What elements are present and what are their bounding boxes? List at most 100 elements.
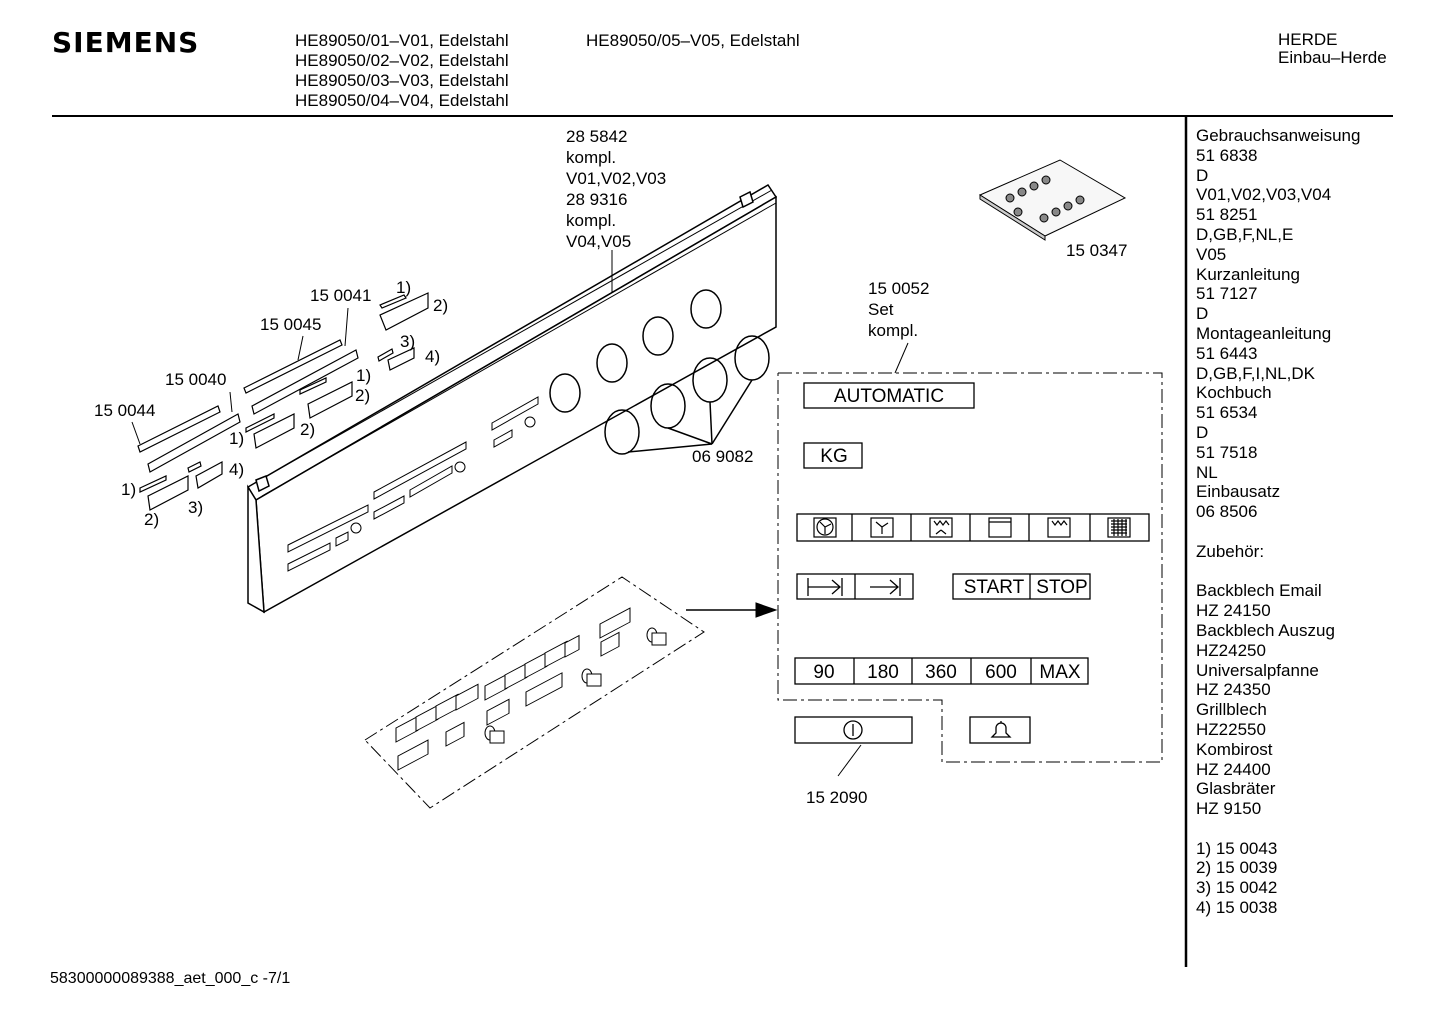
kg-button — [803, 442, 863, 469]
set-buttons — [794, 382, 1150, 744]
sidebar-line: D,GB,F,I,NL,DK — [1196, 363, 1316, 383]
bell-icon — [990, 721, 1012, 738]
stop-label: STOP — [1036, 577, 1087, 598]
sidebar-line: Backblech Auszug — [1196, 620, 1335, 640]
sidebar-line: Zubehör: — [1196, 541, 1265, 561]
fan-hotair-icon — [813, 517, 837, 538]
screws-label: 15 0347 — [1066, 241, 1127, 260]
sidebar-line: Grillblech — [1196, 700, 1267, 720]
strip-label: 15 0044 — [94, 401, 155, 420]
duration-arrow-icon — [807, 578, 843, 596]
callout: 3) — [400, 332, 415, 351]
model-line: HE89050/02–V02, Edelstahl — [295, 51, 509, 70]
fan-icon — [870, 517, 894, 538]
sidebar-line: Glasbräter — [1196, 779, 1276, 799]
leaders — [131, 250, 909, 777]
panel-part-label: V04,V05 — [566, 232, 631, 251]
callout: 3) — [188, 498, 203, 517]
knob-rings-label: 06 9082 — [692, 447, 753, 466]
mode-icons — [813, 517, 1131, 538]
panel-part-label: 28 9316 — [566, 190, 627, 209]
doc-id: 58300000089388_aet_000_c — [50, 970, 259, 987]
category-block: HERDE Einbau–Herde — [1278, 31, 1387, 67]
model-list-left: HE89050/01–V01, Edelstahl HE89050/02–V02… — [295, 31, 509, 111]
panel-part-label: 28 5842 — [566, 127, 627, 146]
footer-doc-id: 58300000089388_aet_000_c -7/1 — [50, 970, 290, 988]
time-label: 180 — [867, 662, 899, 683]
fan-grill-icon — [929, 517, 953, 538]
callout: 2) — [433, 296, 448, 315]
time-label: 90 — [813, 662, 834, 683]
sidebar-line: 51 7518 — [1196, 442, 1258, 462]
sidebar-line: Kombirost — [1196, 739, 1273, 759]
time-buttons — [794, 657, 1089, 685]
knob-holes — [549, 289, 722, 413]
sidebar-line: 1) 15 0043 — [1196, 838, 1278, 858]
sidebar-line: V05 — [1196, 244, 1227, 264]
sidebar-line: 51 8251 — [1196, 205, 1258, 225]
panel-part-label: kompl. — [566, 148, 616, 167]
callout: 1) — [396, 278, 411, 297]
set-frame — [777, 372, 1163, 763]
duration-icons — [807, 578, 901, 596]
power-label: 15 2090 — [806, 788, 867, 807]
sidebar-line: Montageanleitung — [1196, 323, 1332, 343]
key-row-1 — [395, 683, 479, 771]
start-label: START — [964, 577, 1025, 598]
strip-label: 15 0041 — [310, 286, 371, 305]
panel-slots — [287, 396, 539, 572]
sidebar-line: Kochbuch — [1196, 383, 1272, 403]
grill-icon — [1047, 517, 1071, 538]
callout: 1) — [356, 366, 371, 385]
sidebar-line: Kurzanleitung — [1196, 264, 1300, 284]
end-time-arrow-icon — [870, 578, 901, 596]
sidebar-line: V01,V02,V03,V04 — [1196, 185, 1332, 205]
key-row-2 — [484, 607, 631, 726]
sidebar-line: HZ 24150 — [1196, 601, 1271, 621]
full-grill-icon — [1107, 517, 1131, 538]
brand-logo: SIEMENS — [52, 26, 200, 59]
sidebar-line: 3) 15 0042 — [1196, 878, 1278, 898]
sidebar-line: HZ 24350 — [1196, 680, 1271, 700]
callout: 4) — [425, 347, 440, 366]
sidebar-line: D,GB,F,NL,E — [1196, 224, 1294, 244]
sidebar-line: Gebrauchsanweisung — [1196, 126, 1361, 145]
time-label: 600 — [985, 662, 1017, 683]
sidebar-line: HZ 9150 — [1196, 799, 1262, 819]
set-label: Set — [868, 300, 894, 319]
arrow-icon — [686, 602, 778, 618]
panel-part-label: V01,V02,V03 — [566, 169, 666, 188]
model-line: HE89050/03–V03, Edelstahl — [295, 71, 509, 90]
sidebar-line: D — [1196, 165, 1209, 185]
sidebar-line: D — [1196, 304, 1209, 324]
sidebar-line: 51 7127 — [1196, 284, 1258, 304]
category-subtitle: Einbau–Herde — [1278, 48, 1387, 67]
knob-rings — [604, 335, 770, 455]
time-label: 360 — [925, 662, 957, 683]
trim-strips — [137, 292, 429, 511]
sidebar-line: 2) 15 0039 — [1196, 858, 1278, 878]
automatic-button — [803, 382, 975, 409]
page-number: -7/1 — [262, 970, 291, 987]
strip-label: 15 0045 — [260, 315, 321, 334]
strip-label: 15 0040 — [165, 370, 226, 389]
mode-buttons — [796, 513, 1150, 542]
sidebar-line: 4) 15 0038 — [1196, 898, 1278, 918]
model-line: HE89050/05–V05, Edelstahl — [586, 31, 800, 50]
callout: 1) — [229, 429, 244, 448]
sidebar-line: HZ24250 — [1196, 640, 1266, 660]
sidebar-line: 51 6838 — [1196, 145, 1258, 165]
sidebar-line: 06 8506 — [1196, 502, 1258, 522]
push-buttons — [395, 607, 667, 771]
callout: 2) — [144, 510, 159, 529]
sidebar-line: HZ 24400 — [1196, 759, 1271, 779]
callout: 2) — [300, 420, 315, 439]
category-title: HERDE — [1278, 30, 1338, 49]
sidebar-line: D — [1196, 422, 1209, 442]
set-label: 15 0052 — [868, 279, 929, 298]
time-label: MAX — [1039, 662, 1081, 683]
sidebar-line: 51 6443 — [1196, 343, 1258, 363]
conventional-heat-icon — [988, 517, 1012, 538]
